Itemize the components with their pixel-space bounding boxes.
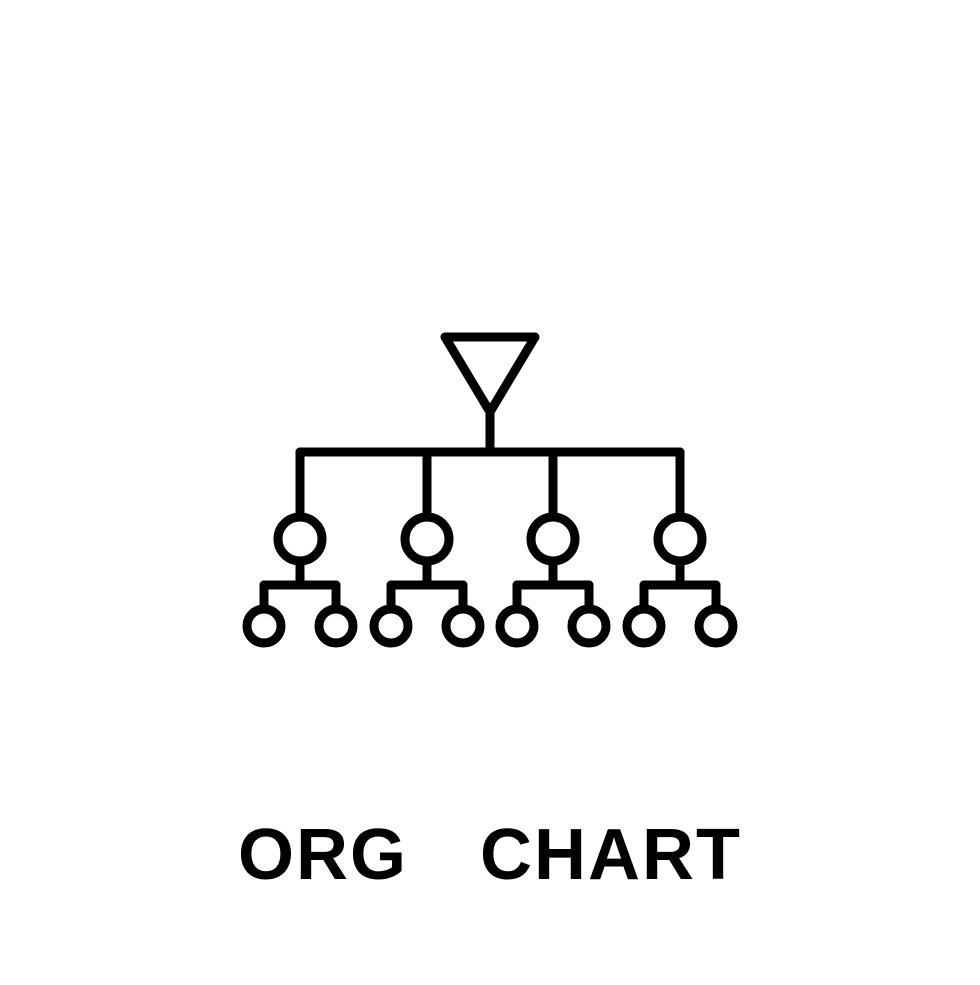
branch-1-leaf-left (242, 604, 286, 648)
branch-3-leaf-right (567, 604, 611, 648)
icon-caption: ORG CHART (238, 815, 742, 895)
branch-3-leaf-left (495, 604, 539, 648)
branch-4-node (653, 512, 707, 566)
branch-4-leaf-right (694, 604, 738, 648)
branch-2-leaf-left (369, 604, 413, 648)
branch-2-node (400, 512, 454, 566)
branch-3-node (526, 512, 580, 566)
branch-4-leaf-left (622, 604, 666, 648)
branch-1-node (273, 512, 327, 566)
branch-1-leaf-right (314, 604, 358, 648)
root-triangle-node (440, 332, 540, 417)
branch-2-leaf-right (441, 604, 485, 648)
